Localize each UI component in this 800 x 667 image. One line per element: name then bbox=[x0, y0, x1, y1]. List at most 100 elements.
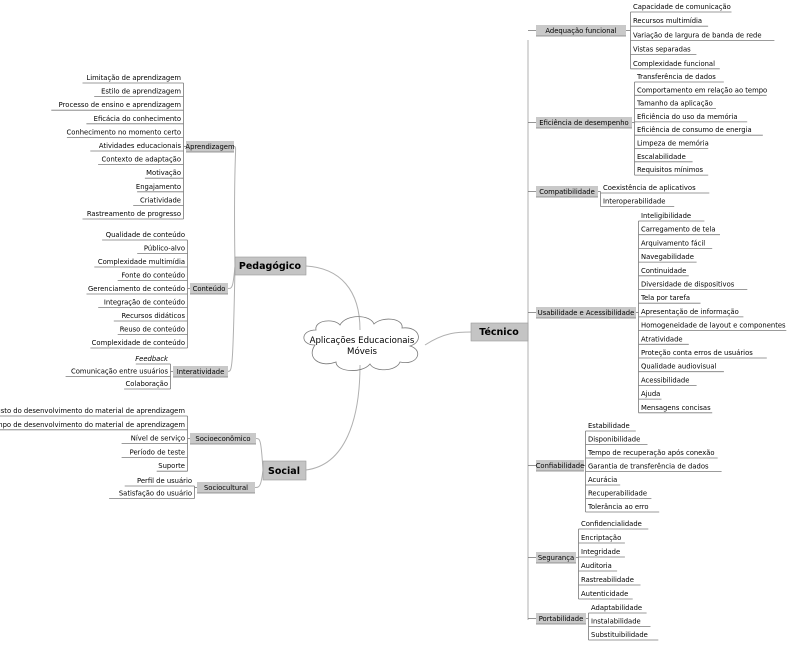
connector-tecnico bbox=[424, 331, 473, 346]
topic-usabilidade-14: Mensagens concisas bbox=[641, 404, 711, 412]
topic-conteudo-2: Complexidade multimídia bbox=[98, 258, 185, 266]
topic-conteudo-7: Reuso de conteúdo bbox=[120, 326, 185, 334]
category-confiabilidade: Confiabilidade EstabilidadeDisponibilidad… bbox=[528, 422, 722, 513]
topic-seguranca-1: Encriptação bbox=[581, 534, 621, 542]
category-box-socioeconomico bbox=[190, 433, 256, 444]
topic-compatibilidade-0: Coexistência de aplicativos bbox=[603, 184, 696, 192]
topic-eficiencia-5: Limpeza de memória bbox=[637, 140, 709, 148]
topic-adequacao-4: Complexidade funcional bbox=[633, 60, 715, 68]
category-box-adequacao bbox=[536, 25, 626, 36]
topic-portabilidade-1: Instalabilidade bbox=[591, 618, 641, 626]
topic-confiabilidade-4: Acurácia bbox=[588, 476, 617, 484]
category-box-eficiencia bbox=[536, 117, 632, 128]
topic-aprendizagem-3: Eficácia do conhecimento bbox=[94, 115, 181, 123]
category-label-compatibilidade: Compatibilidade bbox=[539, 188, 595, 196]
category-compatibilidade: Compatibilidade Coexistência de aplicativ… bbox=[528, 184, 710, 207]
topic-usabilidade-7: Apresentação de informação bbox=[641, 308, 739, 316]
topic-adequacao-2: Variação de largura de banda de rede bbox=[633, 31, 762, 39]
category-label-portabilidade: Portabilidade bbox=[539, 615, 584, 623]
topic-aprendizagem-10: Rastreamento de progresso bbox=[87, 210, 181, 218]
category-label-aprendizagem: Aprendizagem bbox=[185, 143, 235, 151]
branch-pedagogico-label: Pedagógico bbox=[239, 261, 302, 272]
topic-conteudo-1: Público-alvo bbox=[144, 245, 185, 253]
topic-confiabilidade-0: Estabilidade bbox=[588, 422, 630, 430]
category-conteudo: Conteúdo Qualidade de conteúdoPúblico-alv… bbox=[86, 231, 236, 349]
topic-adequacao-3: Vistas separadas bbox=[633, 46, 691, 54]
topic-eficiencia-7: Requisitos mínimos bbox=[637, 166, 704, 174]
category-box-confiabilidade bbox=[536, 460, 584, 471]
topic-confiabilidade-1: Disponibilidade bbox=[588, 436, 640, 444]
topic-seguranca-2: Integridade bbox=[581, 548, 620, 556]
connector-sociocultural bbox=[254, 469, 264, 488]
topic-aprendizagem-8: Engajamento bbox=[136, 183, 181, 191]
category-socioeconomico: Socioeconômico Custo do desenvolvimento d… bbox=[0, 407, 264, 472]
topic-conteudo-6: Recursos didáticos bbox=[121, 312, 185, 320]
topic-conteudo-3: Fonte do conteúdo bbox=[121, 272, 185, 280]
topic-seguranca-0: Confidencialidade bbox=[581, 520, 642, 528]
connector-pedagogico bbox=[305, 265, 361, 331]
category-portabilidade: Portabilidade AdaptabilidadeInstalabilida… bbox=[528, 604, 659, 641]
category-label-usabilidade: Usabilidade e Acessibilidade bbox=[538, 309, 635, 317]
category-sociocultural: Sociocultural Perfil de usuárioSatisfação… bbox=[109, 469, 264, 499]
connector-aprendizagem bbox=[233, 146, 237, 267]
category-box-compatibilidade bbox=[536, 186, 598, 197]
category-label-interatividade: Interatividade bbox=[177, 368, 225, 376]
topic-interatividade-1: Comunicação entre usuários bbox=[71, 368, 168, 376]
branch-tecnico: Técnico bbox=[470, 322, 529, 342]
topic-usabilidade-9: Atratividade bbox=[641, 335, 683, 343]
topic-aprendizagem-4: Conhecimento no momento certo bbox=[67, 128, 181, 136]
category-box-seguranca bbox=[536, 552, 576, 563]
topic-sociocultural-0: Perfil de usuário bbox=[137, 477, 192, 485]
topic-usabilidade-4: Continuidade bbox=[641, 267, 686, 275]
connector-social bbox=[305, 364, 361, 471]
topic-usabilidade-5: Diversidade de dispositivos bbox=[641, 281, 735, 289]
topic-eficiencia-6: Escalabilidade bbox=[637, 153, 686, 161]
topic-aprendizagem-7: Motivação bbox=[146, 169, 181, 177]
topic-sociocultural-1: Satisfação do usuário bbox=[119, 490, 192, 498]
topic-usabilidade-0: Inteligibilidade bbox=[641, 212, 691, 220]
topic-aprendizagem-2: Processo de ensino e aprendizagem bbox=[59, 101, 182, 109]
topic-usabilidade-1: Carregamento de tela bbox=[641, 226, 716, 234]
topic-eficiencia-3: Eficiência do uso da memória bbox=[637, 113, 738, 121]
connector-conteudo bbox=[227, 265, 236, 289]
topic-usabilidade-6: Tela por tarefa bbox=[640, 294, 690, 302]
category-label-sociocultural: Sociocultural bbox=[204, 484, 248, 492]
connector-interatividade bbox=[227, 265, 236, 372]
category-box-usabilidade bbox=[536, 307, 636, 318]
topic-socioeconomico-0: Custo do desenvolvimento do material de … bbox=[0, 407, 185, 415]
category-label-eficiencia: Eficiência de desempenho bbox=[539, 119, 628, 127]
central-topic-line2: Móveis bbox=[347, 346, 377, 357]
branch-tecnico-label: Técnico bbox=[479, 327, 519, 338]
topic-adequacao-1: Recursos multimídia bbox=[633, 17, 702, 25]
topic-socioeconomico-1: Tempo de desenvolvimento do material de … bbox=[0, 421, 185, 429]
category-box-portabilidade bbox=[536, 613, 586, 624]
topic-conteudo-0: Qualidade de conteúdo bbox=[106, 231, 185, 239]
topic-confiabilidade-2: Tempo de recuperação após conexão bbox=[587, 449, 715, 457]
topic-eficiencia-4: Eficiência de consumo de energia bbox=[637, 126, 752, 134]
topic-seguranca-4: Rastreabilidade bbox=[581, 576, 634, 584]
category-label-confiabilidade: Confiabilidade bbox=[536, 462, 585, 470]
category-label-conteudo: Conteúdo bbox=[193, 285, 226, 293]
category-box-interatividade bbox=[173, 366, 228, 377]
topic-eficiencia-1: Comportamento em relação ao tempo bbox=[637, 86, 767, 94]
topic-usabilidade-8: Homogeneidade de layout e componentes bbox=[641, 322, 786, 330]
topic-aprendizagem-0: Limitação de aprendizagem bbox=[86, 74, 181, 82]
topic-interatividade-0: Feedback bbox=[135, 355, 169, 363]
branch-social: Social bbox=[262, 460, 307, 481]
topic-aprendizagem-9: Criatividade bbox=[140, 196, 181, 204]
topic-compatibilidade-1: Interoperabilidade bbox=[603, 198, 665, 206]
category-box-sociocultural bbox=[197, 482, 255, 493]
topic-usabilidade-2: Arquivamento fácil bbox=[641, 239, 705, 247]
topic-usabilidade-11: Qualidade audiovisual bbox=[641, 363, 716, 371]
topic-portabilidade-0: Adaptabilidade bbox=[591, 604, 642, 612]
category-usabilidade: Usabilidade e Acessibilidade Inteligibili… bbox=[528, 212, 787, 414]
central-topic: Aplicações Educacionais Móveis bbox=[303, 316, 419, 371]
topic-conteudo-8: Complexidade de conteúdo bbox=[92, 339, 185, 347]
category-seguranca: SegurançaConfidencialidadeEncriptaçãoInt… bbox=[528, 520, 649, 600]
central-topic-line1: Aplicações Educacionais bbox=[310, 336, 415, 346]
category-label-socioeconomico: Socioeconômico bbox=[195, 435, 250, 443]
topic-eficiencia-2: Tamanho da aplicação bbox=[636, 100, 713, 108]
